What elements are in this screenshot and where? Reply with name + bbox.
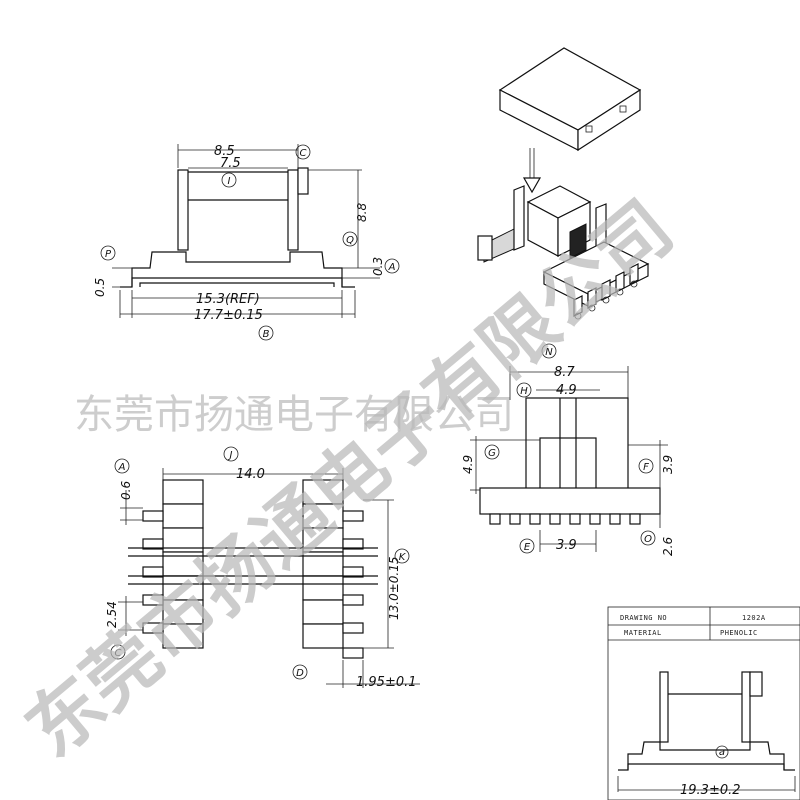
dim-top-outer: 8.5	[214, 144, 235, 159]
dim-top-inner: 7.5	[220, 156, 241, 171]
dim-height: 8.8	[355, 203, 369, 222]
bottom-view: 14.0 J	[105, 446, 420, 690]
label-b: B	[263, 329, 270, 340]
dim-pin-len: 1.95±0.1	[356, 675, 417, 690]
end-view: 8.7 N 4.9 H 4.9 G 3.9	[461, 343, 675, 556]
label-q: Q	[346, 235, 354, 246]
label-a: A	[388, 262, 396, 273]
label-k: K	[399, 552, 407, 563]
end-dim-height: 4.9	[461, 455, 475, 474]
dim-base: 0.5	[93, 278, 107, 297]
dim-ref: 15.3(REF)	[196, 292, 260, 307]
end-dim-bottom: 3.9	[556, 538, 577, 553]
label-j: J	[228, 450, 233, 461]
label-g: G	[488, 448, 496, 459]
label-c-bottom: C	[115, 648, 122, 659]
dim-width: 14.0	[236, 467, 265, 482]
label-d: D	[296, 668, 304, 679]
label-p: P	[105, 249, 112, 260]
title-block: DRAWING NO 1202A MATERIAL PHENOLIC a 19.…	[607, 606, 800, 800]
watermark-horizontal: 东莞市扬通电子有限公司	[74, 392, 514, 438]
isometric-view	[477, 47, 650, 320]
dim-length: 13.0±0.15	[387, 557, 401, 621]
label-n: N	[545, 347, 553, 358]
label-h: H	[520, 386, 528, 397]
label-o: O	[644, 534, 652, 545]
label-i: I	[228, 176, 231, 187]
drawing-no-label: DRAWING NO	[620, 614, 667, 622]
material-label: MATERIAL	[624, 629, 662, 637]
material-value: PHENOLIC	[720, 629, 758, 637]
mini-label-a: a	[719, 747, 725, 758]
dim-pitch: 2.54	[105, 601, 119, 628]
end-dim-base: 2.6	[661, 537, 675, 556]
end-dim-right: 3.9	[661, 455, 675, 474]
dim-pin: 0.6	[119, 481, 133, 500]
end-dim-width: 8.7	[554, 365, 575, 380]
label-f: F	[643, 462, 649, 473]
label-e: E	[524, 542, 531, 553]
end-dim-inner: 4.9	[556, 383, 577, 398]
drawing-no-value: 1202A	[742, 614, 766, 622]
label-a-bottom: A	[118, 462, 126, 473]
mini-dim-total: 19.3±0.2	[680, 783, 741, 798]
dim-total: 17.7±0.15	[194, 308, 263, 323]
label-c: C	[300, 148, 307, 159]
side-view: 8.5 7.5 C I 8.8 Q 0.3 A P 0.5 15.3	[93, 144, 400, 341]
dim-step: 0.3	[371, 257, 385, 276]
